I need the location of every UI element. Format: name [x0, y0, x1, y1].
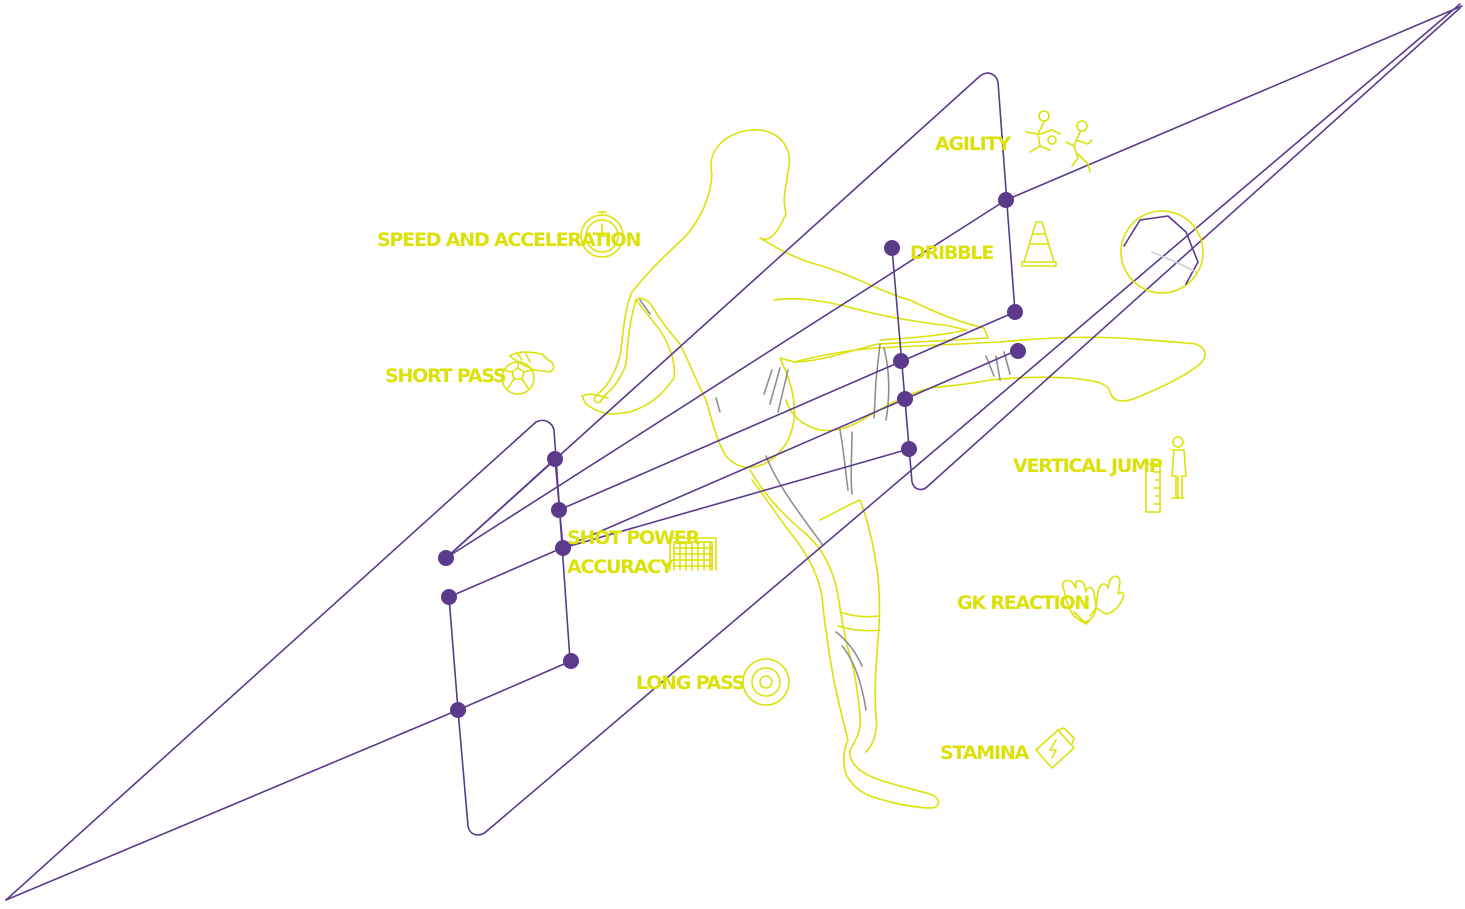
node — [884, 240, 900, 256]
connection-network — [5, 3, 1463, 901]
football-icon — [1120, 210, 1204, 294]
node — [551, 502, 567, 518]
node — [893, 353, 909, 369]
height-ruler-icon — [1145, 436, 1187, 513]
skill-labels: AGILITY DRIBBLE SPEED AND ACCELERATION S… — [377, 133, 1164, 764]
target-icon — [742, 658, 790, 706]
node — [563, 653, 579, 669]
label-long-pass: LONG PASS — [636, 672, 745, 694]
node — [901, 441, 917, 457]
label-speed: SPEED AND ACCELERATION — [377, 229, 640, 251]
label-short-pass: SHORT PASS — [385, 365, 506, 387]
node — [1010, 343, 1026, 359]
node — [897, 391, 913, 407]
node — [450, 702, 466, 718]
label-stamina: STAMINA — [940, 742, 1030, 764]
cone-icon — [1021, 221, 1057, 267]
node — [1007, 304, 1023, 320]
node — [547, 451, 563, 467]
label-dribble: DRIBBLE — [910, 242, 993, 264]
node — [998, 192, 1014, 208]
goalkeeper-gloves-icon — [1061, 575, 1125, 625]
network-nodes — [438, 192, 1026, 718]
label-shot-power-line2: ACCURACY — [567, 556, 674, 578]
stopwatch-icon — [580, 211, 624, 258]
goal-net-icon — [669, 537, 717, 571]
player-silhouette — [581, 129, 1206, 809]
node — [555, 540, 571, 556]
node — [438, 550, 454, 566]
energy-drink-icon — [1035, 727, 1075, 769]
label-shot-power-line1: SHOT POWER — [567, 527, 701, 549]
label-agility: AGILITY — [935, 133, 1011, 155]
label-gk-reaction: GK REACTION — [957, 592, 1089, 614]
label-vertical-jump: VERTICAL JUMP — [1013, 455, 1163, 477]
players-tackle-icon — [1025, 110, 1093, 173]
node — [441, 589, 457, 605]
boot-and-ball-icon — [501, 351, 555, 395]
